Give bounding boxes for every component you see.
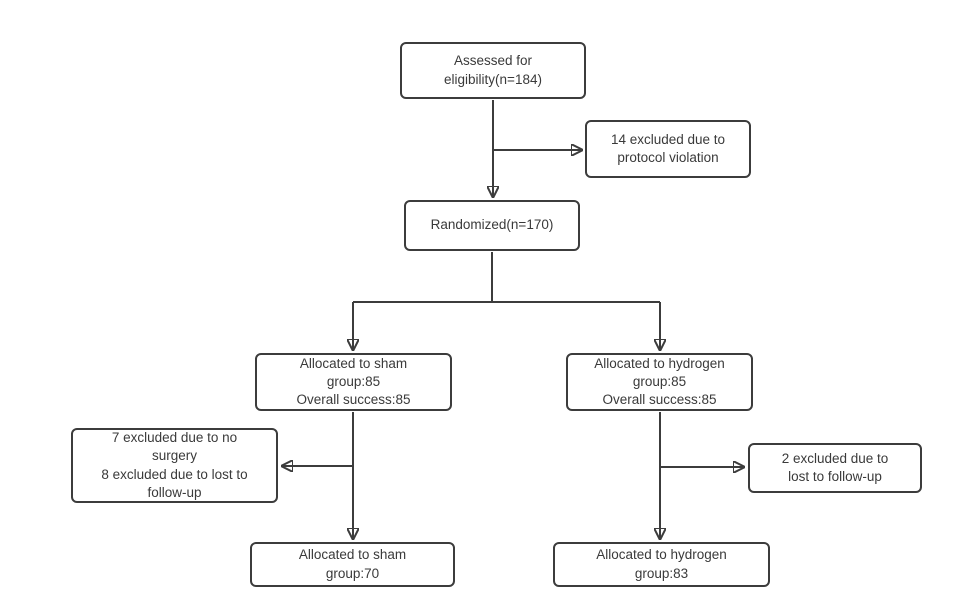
flow-node-excluded-protocol-violation: 14 excluded due to protocol violation	[585, 120, 751, 178]
flow-node-randomized: Randomized(n=170)	[404, 200, 580, 251]
flow-node-final-sham-group: Allocated to sham group:70	[250, 542, 455, 587]
flow-node-allocated-hydrogen-group: Allocated to hydrogen group:85 Overall s…	[566, 353, 753, 411]
flow-node-excluded-sham-group: 7 excluded due to no surgery 8 excluded …	[71, 428, 278, 503]
flow-node-final-hydrogen-group: Allocated to hydrogen group:83	[553, 542, 770, 587]
flow-node-assessed-for-eligibility: Assessed for eligibility(n=184)	[400, 42, 586, 99]
flow-node-allocated-sham-group: Allocated to sham group:85 Overall succe…	[255, 353, 452, 411]
flow-node-excluded-hydrogen-group: 2 excluded due to lost to follow-up	[748, 443, 922, 493]
